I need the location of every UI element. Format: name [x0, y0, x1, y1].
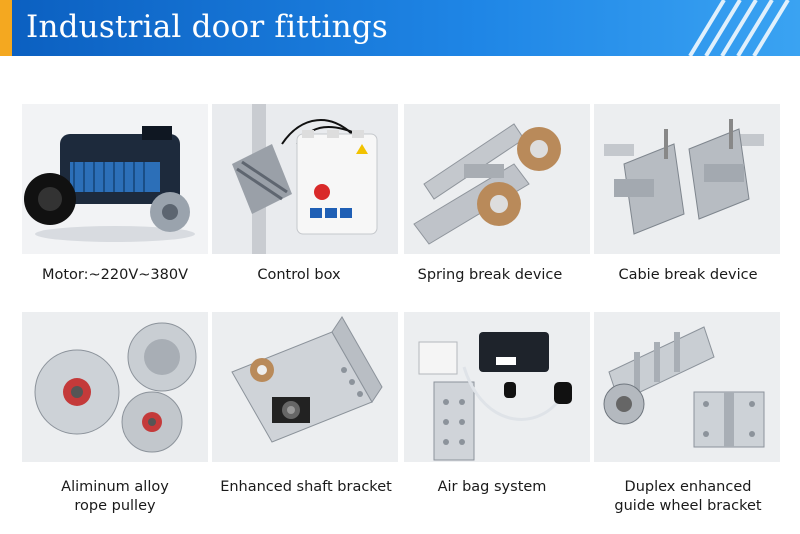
shaft-bracket-image: [212, 312, 398, 462]
product-card-shaft-bracket: [212, 312, 398, 462]
caption-cable-break: Cabie break device: [618, 267, 758, 283]
product-card-spring-break: [404, 104, 590, 254]
rope-pulley-image: [22, 312, 208, 462]
motor-image: [22, 104, 208, 254]
header-banner: Industrial door fittings: [0, 0, 800, 56]
cable-break-device-image: [594, 104, 780, 254]
product-card-motor: [22, 104, 208, 254]
caption-motor: Motor:~220V~380V: [41, 267, 189, 283]
caption-shaft-bracket: Enhanced shaft bracket: [220, 479, 392, 495]
product-card-rope-pulley: [22, 312, 208, 462]
banner-accent-bar: [0, 0, 12, 56]
caption-guide-wheel: Duplex enhanced guide wheel bracket: [614, 479, 762, 514]
product-card-guide-wheel: [594, 312, 780, 462]
product-card-air-bag: [404, 312, 590, 462]
product-card-cable-break: [594, 104, 780, 254]
product-card-control-box: [212, 104, 398, 254]
caption-control-box: Control box: [257, 267, 341, 283]
stripes-decoration-icon: [688, 0, 790, 56]
page-title: Industrial door fittings: [26, 9, 388, 45]
control-box-image: [212, 104, 398, 254]
guide-wheel-bracket-image: [594, 312, 780, 462]
caption-rope-pulley: Aliminum alloy rope pulley: [61, 479, 169, 514]
spring-break-device-image: [404, 104, 590, 254]
caption-air-bag: Air bag system: [437, 479, 547, 495]
air-bag-system-image: [404, 312, 590, 462]
caption-spring-break: Spring break device: [417, 267, 563, 283]
